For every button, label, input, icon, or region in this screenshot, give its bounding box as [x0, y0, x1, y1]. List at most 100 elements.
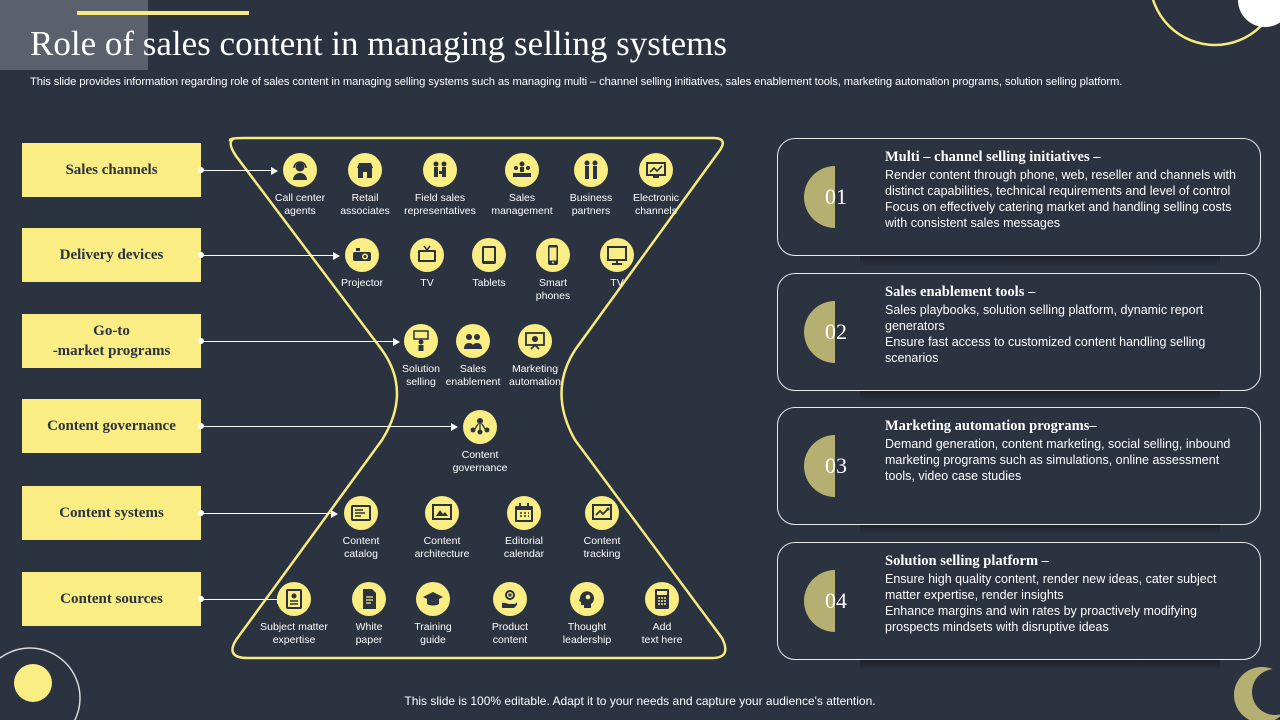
- connector-arrowhead: [393, 337, 400, 346]
- node-label: Solution selling: [402, 363, 440, 388]
- diagram-node: Smart phones: [508, 238, 598, 303]
- presenter-icon: [404, 324, 438, 358]
- node-label: Content governance: [452, 449, 508, 474]
- smartphone-icon: [536, 238, 570, 272]
- node-label: Tablets: [472, 277, 506, 289]
- connector-line: [201, 426, 452, 427]
- category-box: Go-to -market programs: [22, 314, 201, 368]
- node-label: Retail associates: [340, 192, 390, 217]
- card-body: Sales playbooks, solution selling platfo…: [885, 302, 1245, 366]
- diagram-node: Business partners: [546, 153, 636, 218]
- graduation-cap-icon: [416, 582, 450, 616]
- diagram-node: Content tracking: [557, 496, 647, 561]
- category-box: Delivery devices: [22, 228, 201, 282]
- node-label: White paper: [355, 621, 383, 646]
- projector-icon: [345, 238, 379, 272]
- node-label: Smart phones: [535, 277, 571, 302]
- category-box: Content sources: [22, 572, 201, 626]
- node-label: Add text here: [641, 621, 683, 646]
- node-label: Electronic channels: [632, 192, 680, 217]
- field-sales-icon: [423, 153, 457, 187]
- card-number-badge: 01: [804, 166, 866, 228]
- card-number: 02: [825, 319, 847, 344]
- partners-icon: [574, 153, 608, 187]
- calculator-icon: [645, 582, 679, 616]
- electronic-channels-icon: [639, 153, 673, 187]
- card-body: Ensure high quality content, render new …: [885, 571, 1245, 635]
- card-shadow: [860, 525, 1220, 535]
- diagram-node: Marketing automation: [490, 324, 580, 389]
- document-icon: [352, 582, 386, 616]
- headset-agent-icon: [283, 153, 317, 187]
- info-card: 01 Multi – channel selling initiatives – R…: [777, 138, 1261, 256]
- connector-line: [201, 599, 278, 600]
- card-body-line: Render content through phone, web, resel…: [885, 168, 1236, 198]
- connector-line: [201, 513, 332, 514]
- connector-arrowhead: [271, 166, 278, 175]
- card-title: Multi – channel selling initiatives –: [885, 149, 1101, 165]
- dot-bottom-right-mask: [1252, 669, 1280, 715]
- connector-arrowhead: [333, 251, 340, 260]
- page-subtitle: This slide provides information regardin…: [30, 76, 1123, 88]
- card-body-line: Enhance margins and win rates by proacti…: [885, 604, 1197, 634]
- card-body: Demand generation, content marketing, so…: [885, 436, 1245, 484]
- card-body-line: Ensure fast access to customized content…: [885, 335, 1206, 365]
- diagram-node: Retail associates: [320, 153, 410, 218]
- card-shadow: [860, 391, 1220, 401]
- card-shadow: [860, 256, 1220, 266]
- monitor-icon: [600, 238, 634, 272]
- card-body-line: Sales playbooks, solution selling platfo…: [885, 303, 1204, 333]
- node-label: Training guide: [414, 621, 452, 646]
- node-label: Product content: [491, 621, 529, 646]
- category-box: Content governance: [22, 399, 201, 453]
- diagram-node: Sales enablement: [428, 324, 518, 389]
- diagram-node: Sales management: [477, 153, 567, 218]
- retail-shop-icon: [348, 153, 382, 187]
- diagram-node: Field sales representatives: [395, 153, 485, 218]
- card-title: Sales enablement tools –: [885, 284, 1036, 300]
- diagram-node: Tablets: [444, 238, 534, 290]
- team-management-icon: [505, 153, 539, 187]
- dot-top-right: [1238, 0, 1280, 27]
- node-label: Call center agents: [274, 192, 326, 217]
- node-label: Content architecture: [414, 535, 470, 560]
- node-label: Sales enablement: [445, 363, 501, 388]
- brain-gear-icon: [570, 582, 604, 616]
- architecture-icon: [425, 496, 459, 530]
- diagram-node: White paper: [324, 582, 414, 647]
- diagram-node: TV: [572, 238, 662, 290]
- diagram-node: TV: [382, 238, 472, 290]
- connector-line: [201, 341, 394, 342]
- node-label: TV: [420, 277, 434, 289]
- diagram-node: Product content: [465, 582, 555, 647]
- card-body-line: Demand generation, content marketing, so…: [885, 437, 1231, 483]
- diagram-node: Editorial calendar: [479, 496, 569, 561]
- card-shadow: [860, 660, 1220, 670]
- governance-icon: [463, 410, 497, 444]
- node-label: Content catalog: [342, 535, 380, 560]
- info-card: 02 Sales enablement tools – Sales playbook…: [777, 273, 1261, 391]
- node-label: Field sales representatives: [404, 192, 476, 217]
- category-box: Sales channels: [22, 143, 201, 197]
- ring-bottom-left: [0, 647, 81, 720]
- node-label: Business partners: [569, 192, 613, 217]
- diagram-node: Content governance: [435, 410, 525, 475]
- node-label: Marketing automation: [509, 363, 561, 388]
- card-number: 04: [825, 588, 847, 613]
- ring-top-right: [1151, 0, 1279, 47]
- card-number: 01: [825, 184, 847, 209]
- card-number-badge: 04: [804, 570, 866, 632]
- node-label: Sales management: [491, 192, 553, 217]
- card-number-badge: 03: [804, 435, 866, 497]
- diagram-node: Content architecture: [397, 496, 487, 561]
- calendar-icon: [507, 496, 541, 530]
- tracking-icon: [585, 496, 619, 530]
- diagram-node: Solution selling: [376, 324, 466, 389]
- diagram-node: Content catalog: [316, 496, 406, 561]
- page-title: Role of sales content in managing sellin…: [30, 24, 727, 63]
- node-label: Thought leadership: [562, 621, 612, 646]
- diagram-node: Thought leadership: [542, 582, 632, 647]
- card-number-badge: 02: [804, 301, 866, 363]
